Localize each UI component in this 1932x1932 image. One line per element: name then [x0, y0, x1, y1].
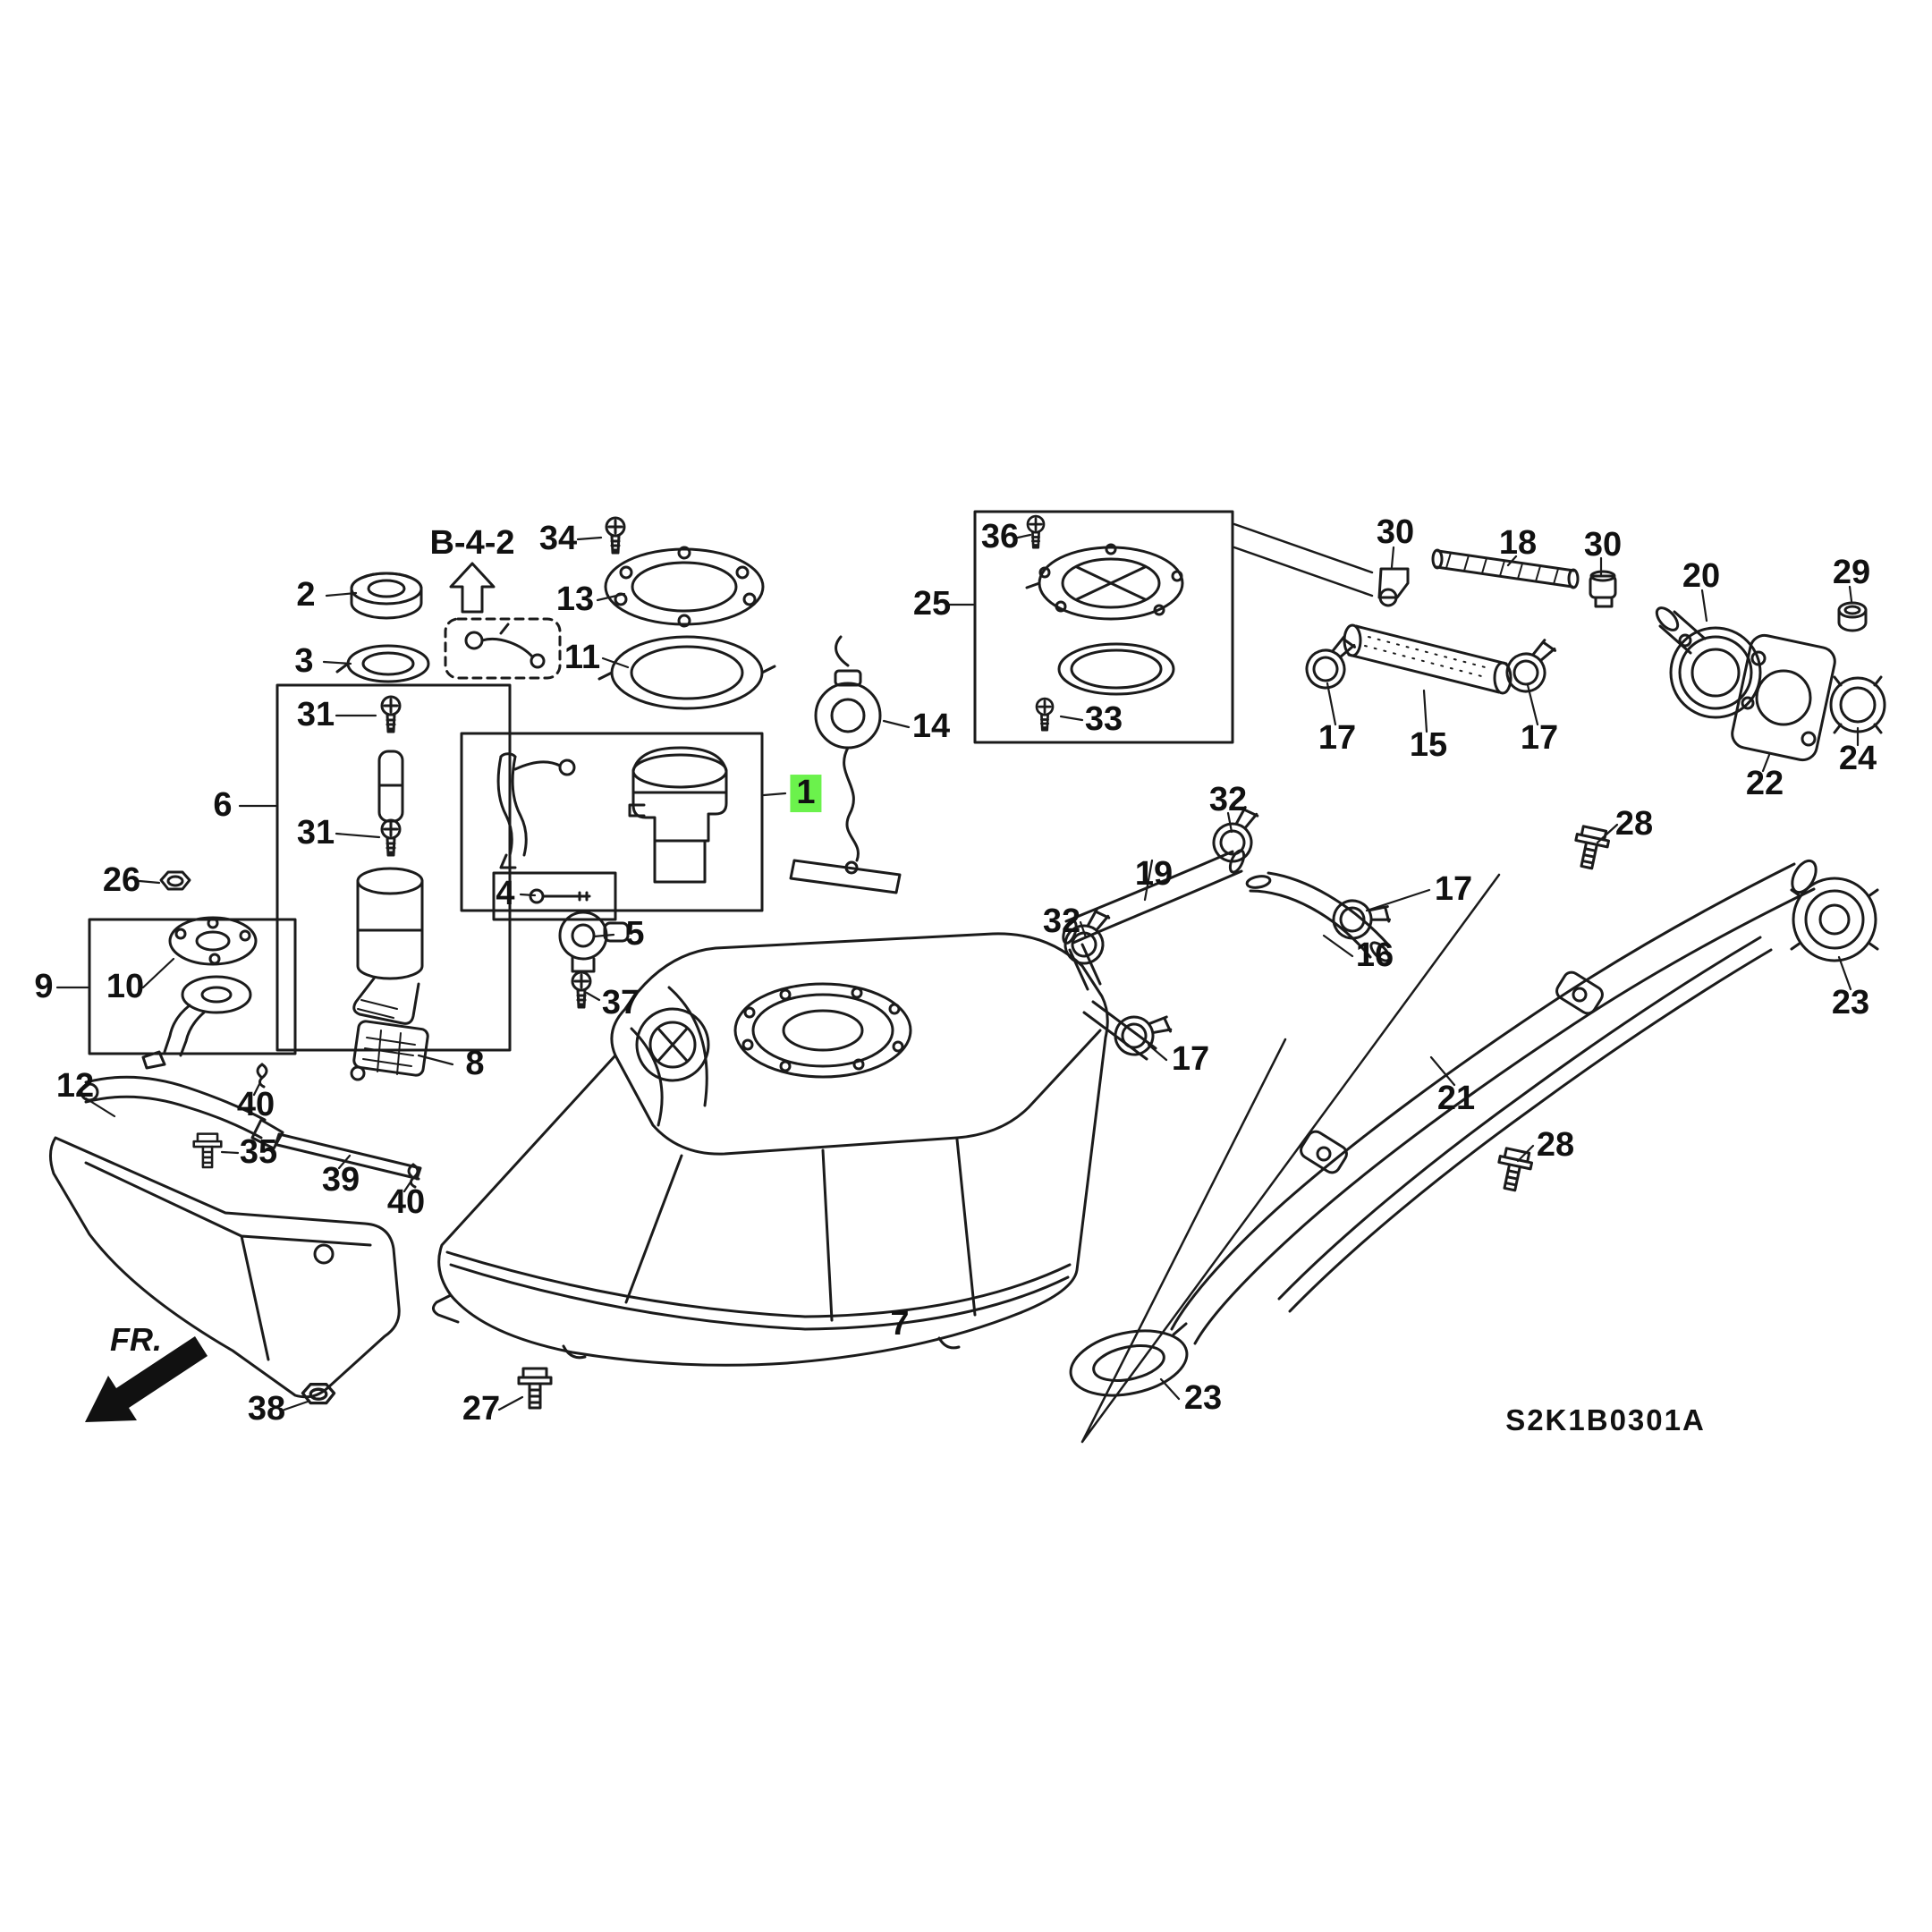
- part-5-valve: [558, 911, 630, 973]
- callout-17[interactable]: 17: [1434, 870, 1473, 909]
- b42-reference-arrow: [444, 562, 562, 680]
- callout-31[interactable]: 31: [296, 814, 335, 852]
- part-2-cap: [350, 572, 423, 620]
- screw-31-lower: [380, 818, 402, 857]
- callout-35[interactable]: 35: [239, 1133, 278, 1172]
- bolt-27: [517, 1367, 553, 1410]
- clip-40-upper: [256, 1063, 268, 1089]
- part-7-fuel-tank: [432, 932, 1157, 1367]
- callout-28[interactable]: 28: [1614, 805, 1654, 843]
- callout-2[interactable]: 2: [296, 576, 316, 614]
- callout-39[interactable]: 39: [321, 1161, 360, 1199]
- callout-11[interactable]: 11: [564, 639, 601, 677]
- callout-1[interactable]: 1: [790, 775, 822, 812]
- part-23-grommet-lower: [1069, 1322, 1189, 1397]
- part-1-pump-module: [460, 732, 764, 912]
- callout-37[interactable]: 37: [601, 984, 640, 1022]
- callout-29[interactable]: 29: [1832, 554, 1871, 592]
- callout-17[interactable]: 17: [1171, 1040, 1210, 1079]
- leader-lines: [55, 533, 1860, 1411]
- callout-28[interactable]: 28: [1536, 1126, 1575, 1165]
- screw-31-upper: [380, 695, 402, 733]
- callout-7[interactable]: 7: [890, 1305, 910, 1343]
- callout-15[interactable]: 15: [1409, 726, 1448, 765]
- callout-33[interactable]: 33: [1084, 700, 1123, 739]
- part-24-fuel-cap: [1829, 675, 1886, 734]
- callout-36[interactable]: 36: [980, 518, 1020, 556]
- part-30-joint-right: [1589, 570, 1617, 608]
- nut-26: [159, 870, 191, 891]
- callout-22[interactable]: 22: [1745, 765, 1784, 803]
- part-30-joint-left: [1377, 567, 1410, 607]
- callout-30[interactable]: 30: [1583, 526, 1623, 564]
- callout-12[interactable]: 12: [55, 1067, 95, 1106]
- part-15-hose: [1343, 623, 1513, 695]
- screw-37: [571, 970, 592, 1009]
- callout-17[interactable]: 17: [1520, 719, 1559, 758]
- part-29-cap-nut: [1837, 601, 1868, 632]
- callout-19[interactable]: 19: [1134, 855, 1174, 894]
- callout-16[interactable]: 16: [1355, 936, 1394, 975]
- callout-10[interactable]: 10: [106, 968, 145, 1006]
- callout-30[interactable]: 30: [1376, 513, 1415, 552]
- bolt-28-upper: [1569, 824, 1613, 872]
- callout-14[interactable]: 14: [911, 708, 951, 746]
- fr-arrow: [85, 1336, 208, 1422]
- callout-32[interactable]: 32: [1208, 781, 1248, 819]
- callout-23[interactable]: 23: [1831, 984, 1870, 1022]
- callout-13[interactable]: 13: [555, 580, 595, 619]
- bolt-28-lower: [1492, 1146, 1536, 1194]
- callout-26[interactable]: 26: [102, 861, 141, 900]
- part-23-grommet-right: [1790, 877, 1879, 962]
- callout-40[interactable]: 40: [236, 1086, 275, 1124]
- part-11-ring: [597, 635, 776, 710]
- part-16-hose: [1245, 871, 1391, 962]
- clamp-17-tank: [1111, 1007, 1174, 1062]
- part-25-plate-set: [973, 510, 1234, 744]
- part-8-filter-plate: [350, 1020, 429, 1081]
- part-21-filler-pipe: [1170, 859, 1818, 1345]
- part-3-ring: [335, 644, 430, 683]
- callout-32[interactable]: 32: [1042, 902, 1081, 941]
- part-39-rod: [274, 1132, 422, 1181]
- part-9-10-valve-set: [88, 916, 297, 1070]
- clamp-17-left: [1298, 632, 1367, 695]
- callout-5[interactable]: 5: [625, 915, 645, 953]
- callout-9[interactable]: 9: [34, 968, 54, 1006]
- callout-20[interactable]: 20: [1682, 557, 1721, 596]
- part-20-filler-neck: [1655, 606, 1762, 719]
- callout-31[interactable]: 31: [296, 696, 335, 734]
- callout-27[interactable]: 27: [462, 1390, 501, 1428]
- screw-34: [605, 516, 626, 555]
- callout-4[interactable]: 4: [496, 875, 515, 913]
- part-13-retainer: [604, 546, 765, 628]
- callout-18[interactable]: 18: [1498, 524, 1538, 563]
- part-12-protector: [49, 1075, 401, 1399]
- screw-33: [1035, 697, 1055, 732]
- part-22-plate: [1731, 633, 1836, 762]
- screw-36: [1026, 514, 1046, 549]
- callout-21[interactable]: 21: [1436, 1080, 1476, 1118]
- bolt-35: [192, 1132, 223, 1169]
- callout-38[interactable]: 38: [247, 1390, 286, 1428]
- callout-17[interactable]: 17: [1318, 719, 1357, 758]
- part-6-pump-bracket: [275, 683, 512, 1052]
- callout-25[interactable]: 25: [912, 585, 952, 623]
- callout-34[interactable]: 34: [538, 520, 578, 558]
- callout-8[interactable]: 8: [465, 1045, 485, 1083]
- pointer-lines: [1080, 522, 1501, 1444]
- callout-3[interactable]: 3: [294, 642, 314, 681]
- callout-23[interactable]: 23: [1183, 1379, 1223, 1418]
- callout-40[interactable]: 40: [386, 1183, 426, 1222]
- callout-b-4-2[interactable]: B-4-2: [429, 524, 515, 563]
- callout-24[interactable]: 24: [1838, 740, 1877, 778]
- callout-6[interactable]: 6: [213, 786, 233, 825]
- part-14-fuel-sender: [789, 635, 902, 894]
- part-4-sub-box: [492, 871, 617, 921]
- part-18-tube: [1431, 548, 1580, 589]
